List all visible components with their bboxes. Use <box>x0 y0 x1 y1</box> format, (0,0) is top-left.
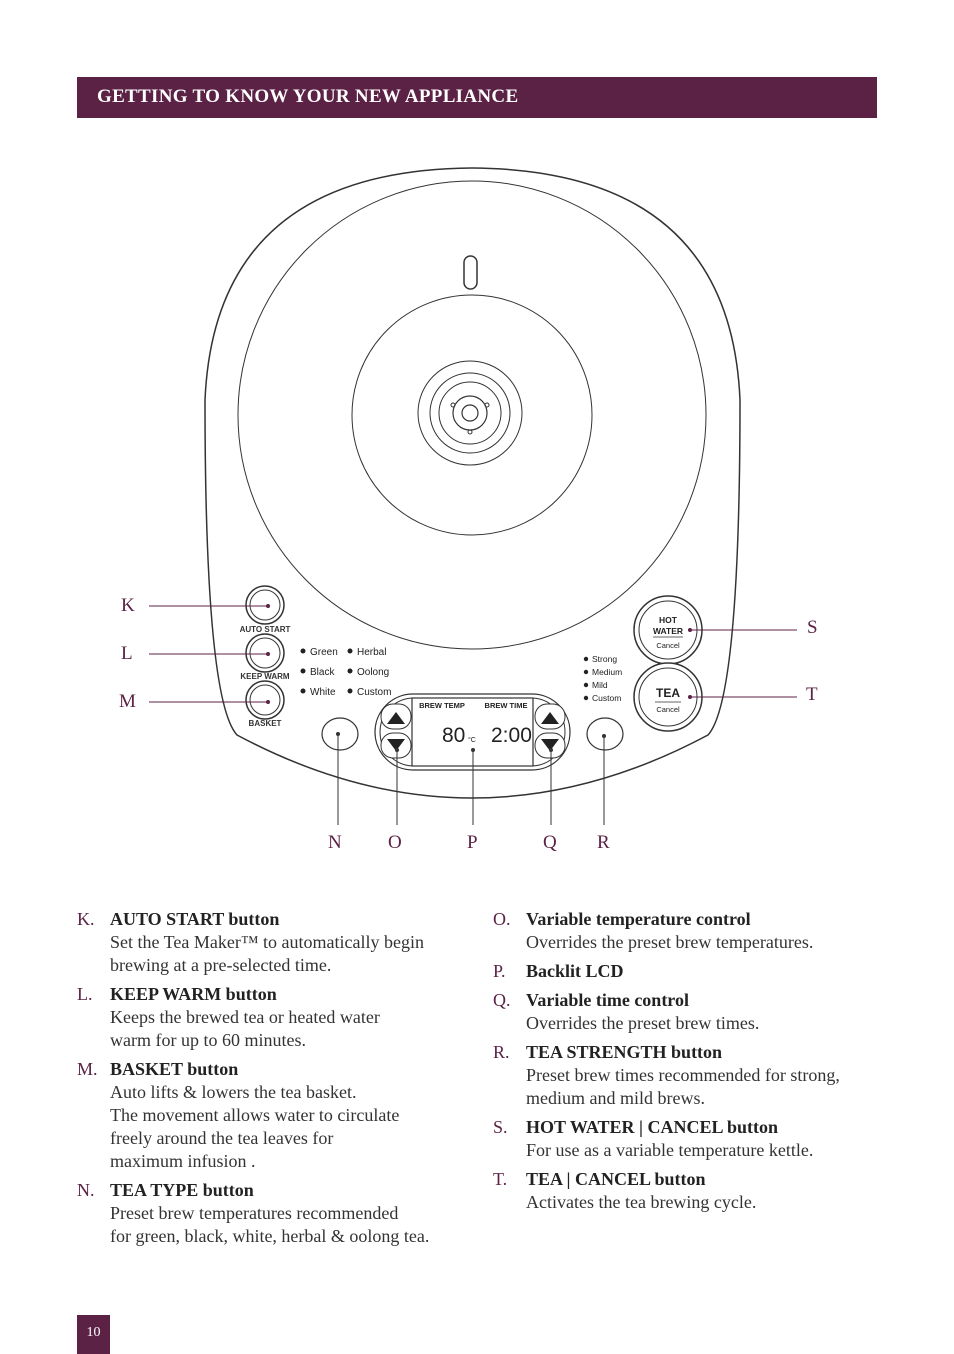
tea-type-white: White <box>310 687 336 698</box>
item-title: BASKET button <box>110 1059 239 1079</box>
list-item: O. Variable temperature control Override… <box>493 908 893 954</box>
items-right-column: O. Variable temperature control Override… <box>493 908 893 1220</box>
time-down-arrow-icon <box>541 739 559 751</box>
temp-down-arrow-icon <box>387 739 405 751</box>
auto-start-button <box>245 585 285 625</box>
tea-type-herbal: Herbal <box>357 647 386 658</box>
list-item: L. KEEP WARM button Keeps the brewed tea… <box>77 983 477 1052</box>
item-letter: S. <box>493 1117 508 1137</box>
basket-button <box>245 680 285 720</box>
list-item: S. HOT WATER | CANCEL button For use as … <box>493 1116 893 1162</box>
item-letter: O. <box>493 909 511 929</box>
steam-vent <box>463 255 478 290</box>
connector-pin <box>450 402 456 408</box>
callout-q: Q <box>543 832 557 853</box>
hot-water-label-hot: HOT <box>659 615 678 625</box>
callout-k: K <box>121 595 135 616</box>
lcd-temp-value: 80 <box>442 724 465 747</box>
hot-water-cancel-label: Cancel <box>656 641 680 650</box>
tea-type-black: Black <box>310 667 335 678</box>
strength-strong: Strong <box>592 654 617 664</box>
list-item: P. Backlit LCD <box>493 960 893 983</box>
list-item: R. TEA STRENGTH button Preset brew times… <box>493 1041 893 1110</box>
section-header: GETTING TO KNOW YOUR NEW APPLIANCE <box>77 77 877 118</box>
connector-pin <box>484 402 490 408</box>
item-description: Set the Tea Maker™ to automatically begi… <box>110 932 424 975</box>
item-letter: K. <box>77 909 95 929</box>
hot-water-label-water: WATER <box>653 626 683 636</box>
item-letter: R. <box>493 1042 510 1062</box>
basket-label: BASKET <box>249 719 282 728</box>
outer-plate <box>237 180 707 650</box>
lcd-time-value: 2:00 <box>491 724 532 747</box>
item-description: Overrides the preset brew temperatures. <box>526 932 814 952</box>
lcd-temp-unit: °C <box>468 736 476 744</box>
connector-ring-mid <box>429 372 511 454</box>
item-description: Activates the tea brewing cycle. <box>526 1192 757 1212</box>
item-description: Auto lifts & lowers the tea basket. The … <box>110 1082 400 1171</box>
item-title: Backlit LCD <box>526 961 624 981</box>
item-description: For use as a variable temperature kettle… <box>526 1140 814 1160</box>
list-item: T. TEA | CANCEL button Activates the tea… <box>493 1168 893 1214</box>
item-description: Preset brew times recommended for strong… <box>526 1065 840 1108</box>
tea-type-green: Green <box>310 647 338 658</box>
tea-cancel-label: Cancel <box>656 705 680 714</box>
connector-core <box>452 395 488 431</box>
temp-up-arrow-icon <box>387 712 405 724</box>
strength-mild: Mild <box>592 680 608 690</box>
connector-pin <box>467 429 473 435</box>
keep-warm-label: KEEP WARM <box>240 672 290 681</box>
item-description: Preset brew temperatures recommended for… <box>110 1203 430 1246</box>
item-title: TEA | CANCEL button <box>526 1169 706 1189</box>
auto-start-label: AUTO START <box>240 625 291 634</box>
list-item: Q. Variable time control Overrides the p… <box>493 989 893 1035</box>
item-title: Variable temperature control <box>526 909 751 929</box>
callout-r: R <box>597 832 610 853</box>
lcd-brew-time-label: BREW TIME <box>485 701 528 710</box>
tea-type-custom: Custom <box>357 687 391 698</box>
item-letter: T. <box>493 1169 508 1189</box>
lcd-brew-temp-label: BREW TEMP <box>419 701 465 710</box>
callout-o: O <box>388 832 402 853</box>
item-letter: N. <box>77 1180 95 1200</box>
strength-medium: Medium <box>592 667 622 677</box>
list-item: K. AUTO START button Set the Tea Maker™ … <box>77 908 477 977</box>
tea-label: TEA <box>656 686 680 700</box>
callout-s: S <box>807 617 818 638</box>
base-outline <box>204 167 741 799</box>
item-description: Keeps the brewed tea or heated water war… <box>110 1007 380 1050</box>
tea-strength-button <box>586 717 624 751</box>
item-description: Overrides the preset brew times. <box>526 1013 760 1033</box>
item-title: AUTO START button <box>110 909 280 929</box>
item-title: TEA TYPE button <box>110 1180 254 1200</box>
item-letter: M. <box>77 1059 98 1079</box>
strength-custom: Custom <box>592 693 621 703</box>
item-letter: Q. <box>493 990 511 1010</box>
item-title: Variable time control <box>526 990 689 1010</box>
appliance-diagram: AUTO START KEEP WARM BASKET Green Black … <box>149 167 797 825</box>
item-letter: P. <box>493 961 506 981</box>
item-title: TEA STRENGTH button <box>526 1042 723 1062</box>
callout-m: M <box>119 691 136 712</box>
page-number-box: 10 <box>77 1315 110 1354</box>
keep-warm-button <box>245 633 285 673</box>
connector-center <box>461 404 479 422</box>
list-item: N. TEA TYPE button Preset brew temperatu… <box>77 1179 477 1248</box>
item-letter: L. <box>77 984 93 1004</box>
items-left-column: K. AUTO START button Set the Tea Maker™ … <box>77 908 477 1254</box>
connector-ring-inner <box>438 381 502 445</box>
callout-p: P <box>467 832 478 853</box>
section-title: GETTING TO KNOW YOUR NEW APPLIANCE <box>97 86 519 107</box>
inner-plate <box>351 294 593 536</box>
item-title: KEEP WARM button <box>110 984 277 1004</box>
tea-type-oolong: Oolong <box>357 667 389 678</box>
callout-t: T <box>806 684 818 705</box>
time-up-arrow-icon <box>541 712 559 724</box>
connector-ring-outer <box>417 360 523 466</box>
callout-n: N <box>328 832 342 853</box>
item-title: HOT WATER | CANCEL button <box>526 1117 779 1137</box>
list-item: M. BASKET button Auto lifts & lowers the… <box>77 1058 477 1173</box>
page-number: 10 <box>86 1325 101 1340</box>
callout-l: L <box>121 643 133 664</box>
